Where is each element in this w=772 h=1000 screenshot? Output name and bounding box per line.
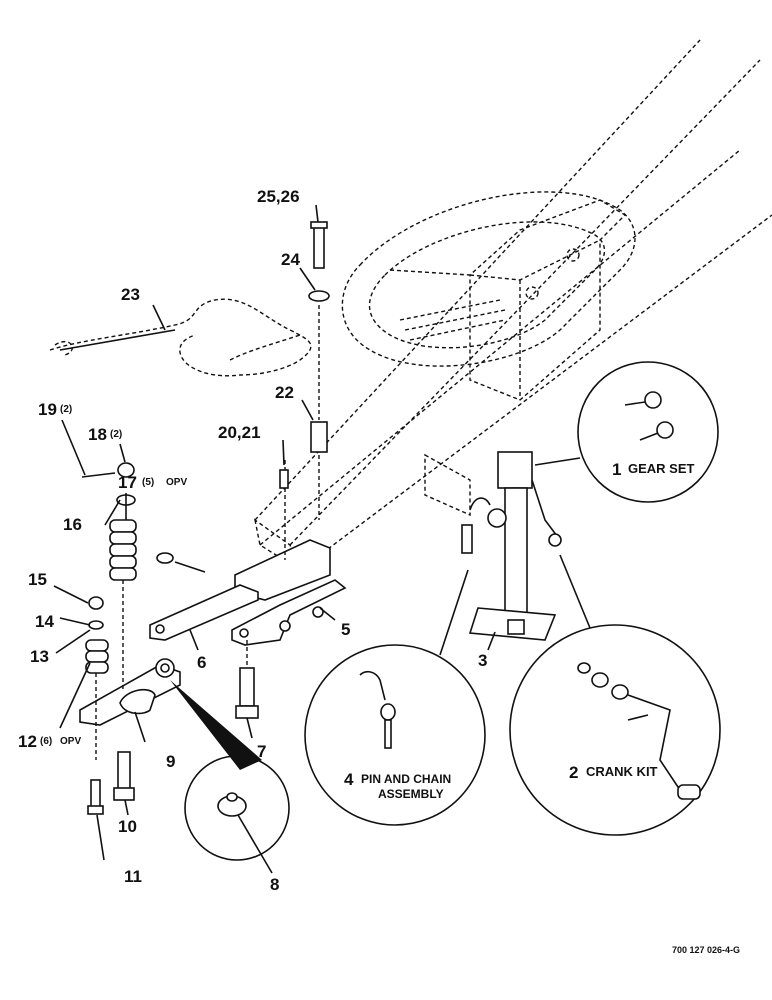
label-1: 1: [612, 460, 621, 479]
label-3: 3: [478, 651, 487, 670]
label-17-qty: (5): [142, 477, 154, 488]
label-25-26: 25,26: [257, 187, 300, 206]
drawing-number: 700 127 026-4-G: [672, 945, 740, 955]
label-16: 16: [63, 515, 82, 534]
label-12-qty: (6): [40, 736, 52, 747]
label-pin-chain-1: PIN AND CHAIN: [361, 772, 451, 786]
label-19-qty: (2): [60, 404, 72, 415]
label-18-qty: (2): [110, 429, 122, 440]
label-gear-set: GEAR SET: [628, 461, 695, 476]
hitch-plates: [149, 460, 347, 719]
label-19: 19: [38, 400, 57, 419]
label-10: 10: [118, 817, 137, 836]
label-18: 18: [88, 425, 107, 444]
label-13: 13: [30, 647, 49, 666]
label-11: 11: [124, 867, 142, 886]
label-14: 14: [35, 612, 54, 631]
detail-bushing: [170, 680, 290, 861]
label-24: 24: [281, 250, 300, 269]
label-8: 8: [270, 875, 279, 894]
detail-gear-set: [534, 361, 719, 503]
label-17-opv: OPV: [166, 477, 187, 488]
part-labels: 25,26 24 23 22 20,21 19 (2) 18 (2) 17 (5…: [18, 187, 740, 955]
label-6: 6: [197, 653, 206, 672]
detail-crank-kit: [509, 554, 721, 836]
bolt-stack-25-22: [308, 221, 330, 520]
label-12: 12: [18, 732, 37, 751]
tongue-frame: [253, 39, 772, 572]
label-9: 9: [166, 752, 175, 771]
label-crank-kit: CRANK KIT: [586, 764, 658, 779]
label-5: 5: [341, 620, 350, 639]
label-12-opv: OPV: [60, 736, 81, 747]
detail-pin-chain: [304, 569, 486, 826]
jack-stand: [424, 451, 562, 641]
leader-lines: [53, 204, 496, 874]
label-4: 4: [344, 770, 354, 789]
label-17: 17: [118, 473, 137, 492]
label-20-21: 20,21: [218, 423, 261, 442]
drawbar-stack: [79, 462, 181, 815]
label-22: 22: [275, 383, 294, 402]
label-pin-chain-2: ASSEMBLY: [378, 787, 444, 801]
label-23: 23: [121, 285, 140, 304]
label-2: 2: [569, 763, 578, 782]
safety-chain: [49, 298, 312, 377]
label-7: 7: [257, 742, 266, 761]
label-15: 15: [28, 570, 47, 589]
